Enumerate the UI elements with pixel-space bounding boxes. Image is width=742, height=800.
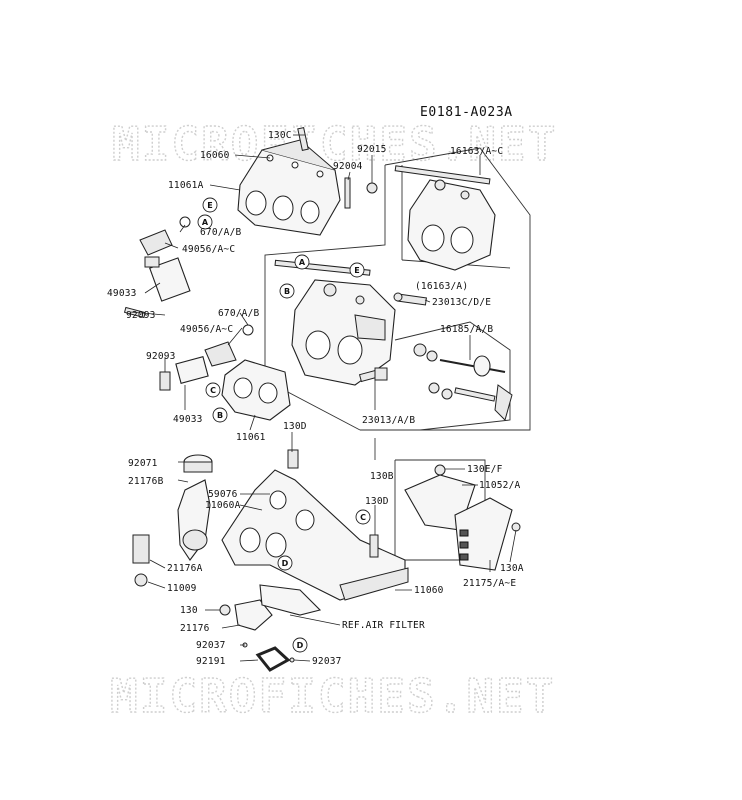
callout-D-bottom: D [292, 637, 308, 653]
label-16163A: (16163/A) [415, 281, 468, 292]
leader-lines [129, 134, 517, 662]
svg-text:E: E [354, 266, 359, 275]
label-11060A: 11060A [205, 500, 241, 511]
exploded-frame [264, 147, 531, 561]
label-49033-mid: 49033 [173, 414, 203, 425]
injectors-left [123, 216, 254, 391]
label-92093-top: 92093 [126, 310, 156, 321]
label-49056-top: 49056/A~C [182, 244, 235, 255]
svg-text:C: C [360, 513, 366, 522]
throttle-body-middle [274, 259, 396, 386]
label-670-top: 670/A/B [200, 227, 242, 238]
label-130EF: 130E/F [467, 464, 503, 475]
label-92093-mid: 92093 [146, 351, 176, 362]
label-130: 130 [180, 605, 198, 616]
label-11009: 11009 [167, 583, 197, 594]
callout-B-bottom: B [212, 407, 228, 423]
label-130D-top: 130D [283, 421, 307, 432]
label-92037-right: 92037 [312, 656, 342, 667]
valve-parts [358, 292, 513, 421]
svg-text:B: B [217, 411, 223, 420]
throttle-body-16163 [394, 165, 496, 271]
label-11061A: 11061A [168, 180, 204, 191]
label-49056-mid: 49056/A~C [180, 324, 233, 335]
callout-C-right: C [355, 509, 371, 525]
callout-D-mid: D [277, 555, 293, 571]
label-130A: 130A [500, 563, 524, 574]
label-92004: 92004 [333, 161, 363, 172]
callout-E-top: E [202, 197, 218, 213]
label-21176: 21176 [180, 623, 210, 634]
diagram-code: E0181-A023A [420, 105, 513, 120]
label-21175: 21175/A~E [463, 578, 516, 589]
label-92191: 92191 [196, 656, 226, 667]
label-92037-left: 92037 [196, 640, 226, 651]
callout-A-top: A [294, 254, 310, 270]
label-ref-air-filter: REF.AIR FILTER [342, 620, 425, 631]
gasket-11061 [221, 359, 291, 421]
label-11060: 11060 [414, 585, 444, 596]
ecu-unit [404, 464, 521, 571]
watermark-bottom: MICROFICHES.NET [110, 669, 555, 723]
callout-B-mid: B [279, 283, 295, 299]
watermark-top: MICROFICHES.NET [112, 117, 557, 171]
sensor-parts [132, 454, 322, 672]
label-16060: 16060 [200, 150, 230, 161]
label-23013AB: 23013/A/B [362, 415, 415, 426]
callout-A-left: A [197, 214, 213, 230]
label-59076: 59076 [208, 489, 238, 500]
part-labels: 130C 16060 92004 92015 16163/A~C 11061A … [107, 130, 524, 667]
svg-text:D: D [282, 559, 289, 568]
label-21176A: 21176A [167, 563, 203, 574]
label-92015: 92015 [357, 144, 387, 155]
label-16163: 16163/A~C [450, 146, 503, 157]
label-92071: 92071 [128, 458, 158, 469]
svg-text:D: D [297, 641, 304, 650]
callout-C-left: C [205, 382, 221, 398]
label-49033-top: 49033 [107, 288, 137, 299]
intake-manifold [221, 449, 409, 601]
svg-text:A: A [202, 218, 209, 227]
label-130D-mid: 130D [365, 496, 389, 507]
svg-text:B: B [284, 287, 290, 296]
label-11052: 11052/A [479, 480, 521, 491]
label-23013CDE: 23013C/D/E [432, 297, 491, 308]
svg-text:A: A [299, 258, 306, 267]
label-130C: 130C [268, 130, 292, 141]
svg-text:C: C [210, 386, 216, 395]
callout-E-mid: E [349, 262, 365, 278]
label-16185: 16185/A/B [440, 324, 493, 335]
label-11061: 11061 [236, 432, 266, 443]
throttle-body-upper [237, 127, 378, 236]
label-21176B: 21176B [128, 476, 164, 487]
svg-text:E: E [207, 201, 212, 210]
label-670-mid: 670/A/B [218, 308, 260, 319]
label-130B: 130B [370, 471, 394, 482]
